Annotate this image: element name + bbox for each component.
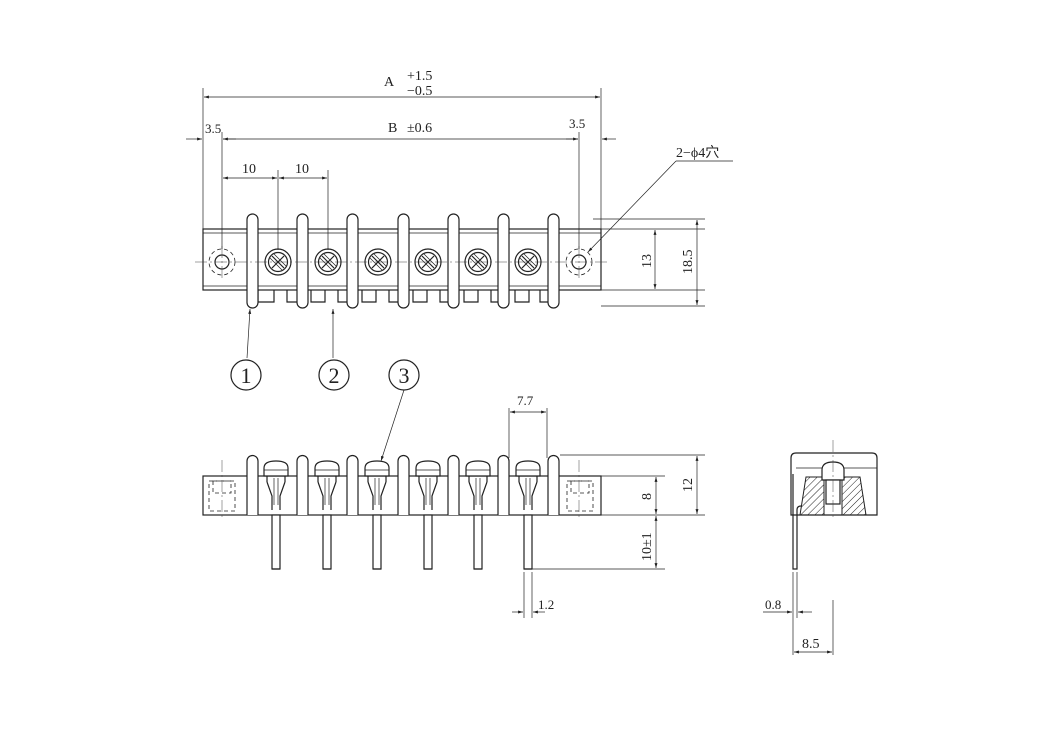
- dim-a-label: A: [384, 75, 395, 90]
- dim-b-label: B: [388, 121, 397, 136]
- callouts: 1 2 3: [230, 308, 420, 462]
- dim-side-depth: 8.5: [802, 637, 820, 652]
- dim-inner-height: 13: [640, 254, 655, 268]
- side-dimensions: 0.8 8.5: [763, 572, 834, 655]
- hole-note: 2−ϕ4穴: [676, 145, 719, 161]
- dim-right-margin: 3.5: [569, 116, 585, 131]
- top-dimensions: A +1.5 −0.5 B ±0.6 3.5 3.5 10 10 2−ϕ4穴: [186, 69, 733, 307]
- front-view: [202, 454, 602, 570]
- callout-2-label: 2: [329, 363, 340, 388]
- side-view: [790, 440, 878, 570]
- dim-side-pin-width: 0.8: [765, 597, 781, 612]
- dim-a-tol-plus: +1.5: [407, 69, 432, 84]
- callout-2-circle: [318, 359, 350, 391]
- top-view: [195, 213, 610, 309]
- dim-body-height: 12: [681, 478, 696, 492]
- front-dimensions: 7.7 12 8 10±1 1.2: [508, 393, 705, 618]
- dim-a-tol-minus: −0.5: [407, 84, 432, 99]
- dim-outer-height: 18.5: [681, 250, 696, 275]
- dim-b-tol: ±0.6: [407, 121, 432, 136]
- mounting-holes: [208, 246, 593, 278]
- dim-barrier-width: 7.7: [517, 393, 534, 408]
- dim-lower-height: 8: [640, 493, 655, 500]
- dim-pin-length: 10±1: [640, 532, 655, 561]
- dim-pin-width: 1.2: [538, 597, 554, 612]
- dim-pitch-1: 10: [242, 162, 256, 177]
- callout-1-circle: [230, 359, 262, 391]
- barriers: [246, 213, 560, 309]
- dim-left-margin: 3.5: [205, 121, 221, 136]
- dim-pitch-2: 10: [295, 162, 309, 177]
- callout-3-label: 3: [399, 363, 410, 388]
- callout-3-circle: [388, 359, 420, 391]
- callout-1-label: 1: [241, 363, 252, 388]
- front-barriers: [246, 454, 560, 515]
